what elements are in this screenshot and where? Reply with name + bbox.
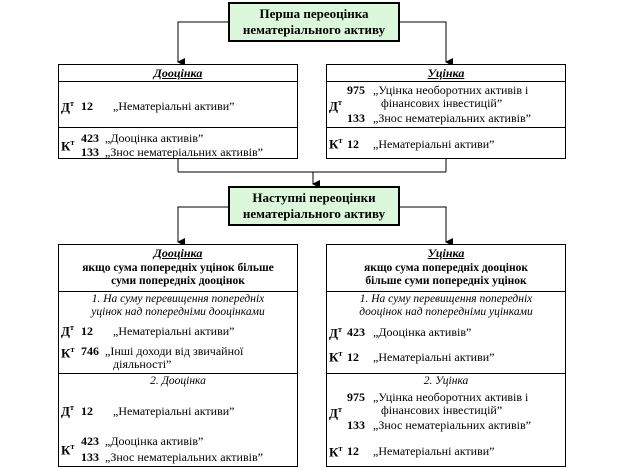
account-number: 12 (347, 350, 359, 364)
account-name-cont: діяльності” (113, 357, 172, 371)
next-upward-box: Дооцінка якщо сума попередніх уцінок біл… (58, 244, 298, 467)
credit-label: Кт (329, 444, 343, 460)
account-name: „Уцінка необоротних активів і (373, 390, 529, 404)
divider (59, 373, 297, 374)
account-name: „Нематеріальні активи” (373, 137, 495, 151)
credit-label: Кт (329, 136, 343, 152)
condition-line-2: суми попередніх дооцінок (111, 275, 245, 287)
account-number: 133 (81, 145, 99, 159)
account-number: 12 (81, 324, 93, 338)
debit-label: Дт (61, 323, 74, 339)
account-name-cont: фінансових інвестицій” (381, 403, 503, 417)
arrow-top-right (400, 21, 453, 66)
account-name: „Інші доходи від звичайної (105, 344, 244, 358)
arrow-mid-left (177, 206, 228, 246)
account-name: „Дооцінка активів” (105, 131, 204, 145)
divider (327, 127, 565, 128)
divider (327, 291, 565, 292)
credit-label: Кт (61, 345, 75, 361)
account-name: „Нематеріальні активи” (373, 444, 495, 458)
account-number: 133 (347, 111, 365, 125)
account-number: 975 (347, 390, 365, 404)
account-name-cont: фінансових інвестицій” (381, 96, 503, 110)
arrow-top-left (177, 21, 228, 66)
account-number: 12 (81, 99, 93, 113)
debit-label: Дт (329, 325, 342, 341)
box-header: Уцінка (427, 66, 465, 80)
account-name: „Нематеріальні активи” (373, 350, 495, 364)
account-number: 133 (81, 450, 99, 464)
title-line-1: Перша переоцінка (259, 6, 369, 21)
account-name: „Знос нематеріальних активів” (373, 418, 531, 432)
credit-label: Кт (61, 442, 75, 458)
account-name: „Знос нематеріальних активів” (105, 450, 263, 464)
debit-label: Дт (329, 98, 342, 114)
account-name: „Нематеріальні активи” (113, 324, 235, 338)
account-number: 12 (347, 444, 359, 458)
account-number: 423 (81, 434, 99, 448)
account-name: „Уцінка необоротних активів і (373, 83, 529, 97)
condition-line-2: більше суми попередніх уцінок (365, 275, 527, 287)
step1-line-2: уцінок над попередніми дооцінками (91, 306, 265, 318)
step2-title: 2. Уцінка (423, 375, 469, 387)
account-name: „Знос нематеріальних активів” (373, 111, 531, 125)
account-number: 12 (347, 137, 359, 151)
title-first-revaluation: Перша переоцінка нематеріального активу (228, 2, 400, 42)
debit-label: Дт (329, 405, 342, 421)
account-number: 12 (81, 404, 93, 418)
title-next-revaluations: Наступні переоцінки нематеріального акти… (228, 186, 400, 226)
account-name: „Дооцінка активів” (373, 325, 472, 339)
condition-line-1: якщо сума попередніх дооцінок (364, 262, 528, 274)
account-name: „Нематеріальні активи” (113, 99, 235, 113)
account-number: 133 (347, 418, 365, 432)
account-number: 423 (81, 131, 99, 145)
step1-line-1: 1. На суму перевищення попередніх (91, 293, 265, 305)
divider (327, 81, 565, 82)
debit-label: Дт (61, 403, 74, 419)
account-name: „Нематеріальні активи” (113, 404, 235, 418)
divider (59, 81, 297, 82)
first-downward-box: Уцінка Дт 975 „Уцінка необоротних активі… (326, 64, 566, 159)
condition-line-1: якщо сума попередніх уцінок більше (82, 262, 274, 274)
box-header: Дооцінка (153, 66, 203, 80)
title-line-1: Наступні переоцінки (252, 190, 376, 205)
account-number: 975 (347, 83, 365, 97)
title-line-2: нематеріального активу (242, 206, 386, 221)
step1-line-1: 1. На суму перевищення попередніх (359, 293, 533, 305)
divider (59, 291, 297, 292)
account-number: 746 (81, 344, 99, 358)
account-number: 423 (347, 325, 365, 339)
box-header: Дооцінка (153, 246, 203, 260)
debit-label: Дт (61, 99, 74, 115)
step2-title: 2. Дооцінка (150, 375, 206, 387)
credit-label: Кт (61, 138, 75, 154)
step1-line-2: дооцінок над попередніми уцінками (359, 306, 533, 318)
title-line-2: нематеріального активу (242, 22, 386, 37)
account-name: „Знос нематеріальних активів” (105, 145, 263, 159)
divider (59, 127, 297, 128)
box-header: Уцінка (427, 246, 465, 260)
first-upward-box: Дооцінка Дт 12 „Нематеріальні активи” Кт… (58, 64, 298, 159)
account-name: „Дооцінка активів” (105, 434, 204, 448)
arrow-mid-right (400, 206, 453, 246)
divider (327, 373, 565, 374)
credit-label: Кт (329, 349, 343, 365)
next-downward-box: Уцінка якщо сума попередніх дооцінок біл… (326, 244, 566, 467)
